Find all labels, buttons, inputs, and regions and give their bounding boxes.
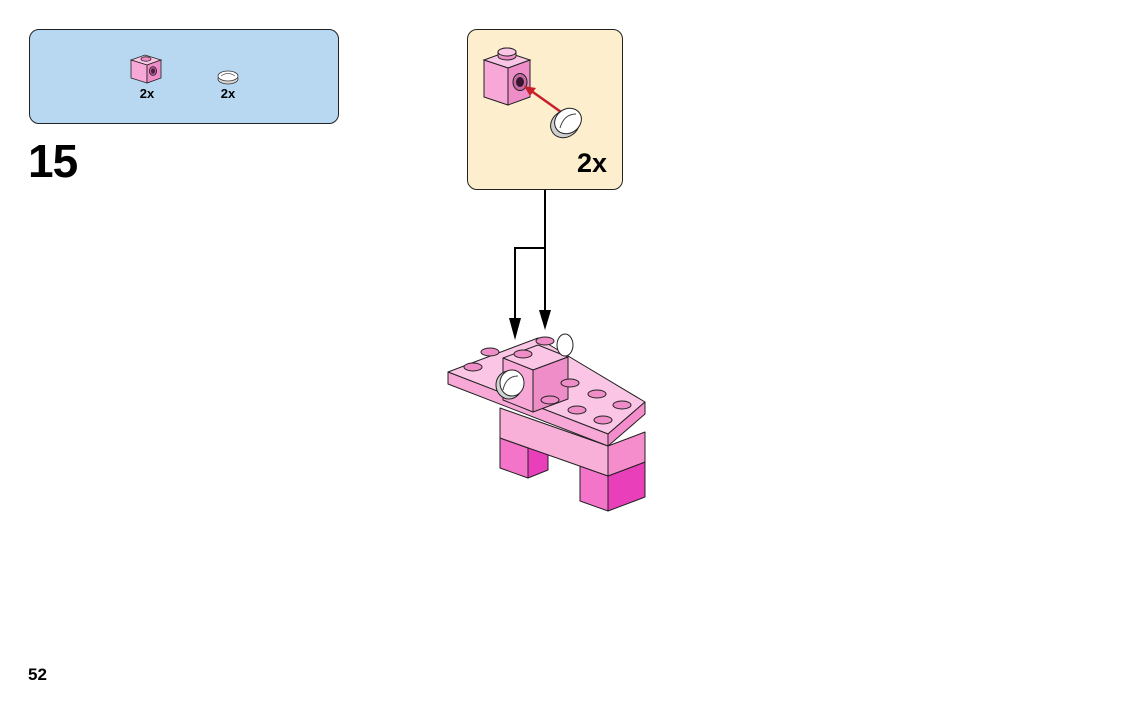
connector-arrowhead-left	[509, 318, 521, 340]
subassembly-callout: 2x	[467, 29, 623, 190]
step-number: 15	[28, 135, 78, 187]
model-eye-right	[556, 333, 574, 357]
connector-arrowhead-right	[539, 310, 551, 330]
model-studs	[463, 336, 632, 425]
parts-list-box: 2x 2x	[29, 29, 339, 124]
pink-brick-with-stud-icon	[129, 54, 163, 84]
parts-list-quantity: 2x	[220, 86, 236, 101]
callout-quantity: 2x	[576, 148, 607, 178]
white-round-tile-icon	[217, 70, 239, 85]
parts-list-quantity: 2x	[139, 86, 155, 101]
subassembly-illustration	[482, 47, 582, 139]
parts-list-item-white-tile: 2x	[213, 50, 243, 100]
connector-arrow-group	[514, 190, 546, 322]
page-number: 52	[28, 665, 47, 684]
parts-list-item-pink-brick: 2x	[127, 50, 167, 100]
